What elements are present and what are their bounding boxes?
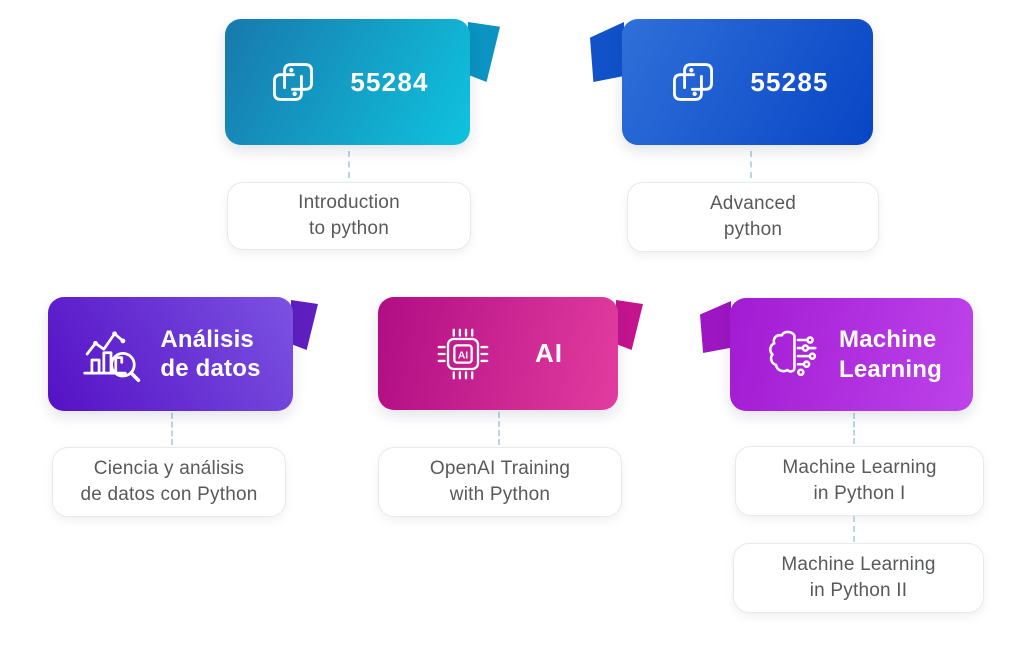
ribbon-fold (468, 22, 500, 82)
box-label-line: python (723, 219, 783, 240)
course-code: 55284 (350, 66, 429, 97)
connector-line (498, 412, 500, 445)
ribbon-fold (700, 301, 731, 353)
ciencia-datos-box: Ciencia y análisis de datos con Python (52, 447, 286, 517)
box-label-line: Advanced (709, 192, 797, 214)
course-title: Machine Learning (839, 326, 942, 383)
connector-line (750, 151, 752, 178)
card-55284: 55284 (225, 19, 470, 145)
svg-text:AI: AI (458, 350, 468, 361)
connector-line (348, 151, 350, 178)
connector-line (171, 413, 173, 445)
ribbon-fold (590, 22, 624, 82)
card-55285: 55285 (622, 19, 873, 145)
ai-chip-icon: AI (433, 324, 493, 384)
bar-chart-magnifier-icon (80, 323, 142, 385)
intro-python-box: Introduction to python (227, 182, 471, 250)
box-label-line: de datos con Python (80, 484, 258, 505)
python-icon (666, 55, 720, 109)
ribbon-fold (616, 300, 643, 350)
course-title: Análisis de datos (160, 325, 261, 382)
connector-line (853, 516, 855, 542)
box-label-line: Ciencia y análisis (93, 457, 245, 479)
box-label-line: OpenAI Training (429, 457, 571, 479)
openai-training-box: OpenAI Training with Python (378, 447, 622, 517)
brain-circuit-icon (761, 325, 821, 385)
ml-python-1-box: Machine Learning in Python I (735, 446, 984, 516)
connector-line (853, 413, 855, 444)
ribbon-fold (291, 300, 318, 350)
box-label-line: to python (309, 218, 389, 239)
card-machine-learning: Machine Learning (730, 298, 973, 411)
box-label-line: Machine Learning (781, 553, 936, 575)
box-label-line: Introduction (298, 191, 400, 213)
python-icon (266, 55, 320, 109)
box-label-line: with Python (449, 484, 551, 505)
card-ai: AI AI (378, 297, 618, 410)
ml-python-2-box: Machine Learning in Python II (733, 543, 984, 613)
advanced-python-box: Advanced python (627, 182, 879, 252)
box-label-line: Machine Learning (782, 456, 937, 478)
box-label-line: in Python II (809, 580, 908, 601)
card-analisis-de-datos: Análisis de datos (48, 297, 293, 411)
course-title: AI (535, 337, 563, 368)
box-label-line: in Python I (813, 483, 906, 504)
course-code: 55285 (750, 66, 829, 97)
